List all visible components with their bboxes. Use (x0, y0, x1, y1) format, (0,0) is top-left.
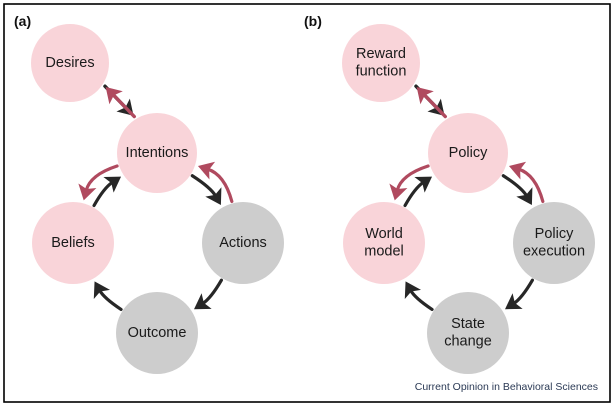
edge-line (200, 278, 224, 306)
arrow-head (505, 293, 523, 310)
edge-execution-to-state (505, 278, 535, 310)
edge-line (111, 93, 136, 119)
arrow-head (404, 281, 422, 299)
node-label: Policy (449, 145, 488, 161)
arrow-head (105, 86, 123, 105)
node-outcome[interactable]: Outcome (116, 292, 198, 374)
edge-actions-to-intentions (197, 161, 234, 204)
node-label: Reward (356, 46, 406, 62)
node-label: World (365, 226, 403, 242)
node-label: Policy (535, 226, 574, 242)
edge-policy-to-world (389, 164, 430, 201)
arrow-head (194, 293, 212, 310)
node-circle[interactable] (116, 292, 198, 374)
arrow-head (516, 187, 533, 205)
node-circle[interactable] (427, 292, 509, 374)
edge-line (395, 164, 430, 193)
node-reward-function[interactable]: Reward function (342, 24, 420, 102)
edge-intentions-to-beliefs (78, 164, 119, 201)
node-label: model (364, 244, 404, 260)
arrow-head (93, 281, 111, 299)
arrow-head (103, 176, 122, 193)
node-circle[interactable] (428, 113, 508, 193)
panel-label-panel-a: (a) (14, 13, 31, 29)
node-label: Desires (45, 55, 94, 71)
node-label: execution (523, 244, 585, 260)
node-policy-execution[interactable]: Policy execution (513, 202, 595, 284)
node-actions[interactable]: Actions (202, 202, 284, 284)
node-label: Beliefs (51, 235, 95, 251)
node-beliefs[interactable]: Beliefs (32, 202, 114, 284)
edge-line (501, 174, 529, 198)
edge-execution-to-policy (508, 161, 545, 204)
arrow-head (389, 183, 408, 201)
node-label: Actions (219, 235, 267, 251)
edge-line (84, 164, 119, 193)
edge-line (516, 167, 545, 204)
edge-state-to-world (404, 281, 434, 312)
edge-line (205, 167, 234, 204)
edge-line (403, 180, 426, 208)
node-label: Intentions (126, 145, 189, 161)
node-desires[interactable]: Desires (31, 24, 109, 102)
figure-border (3, 3, 611, 403)
node-label: State (451, 316, 485, 332)
edge-actions-to-outcome (194, 278, 224, 310)
edge-line (408, 288, 434, 312)
node-circle[interactable] (117, 113, 197, 193)
node-intentions[interactable]: Intentions (117, 113, 197, 193)
node-label: Outcome (128, 325, 187, 341)
node-state-change[interactable]: State change (427, 292, 509, 374)
node-world-model[interactable]: World model (343, 202, 425, 284)
edge-line (190, 174, 218, 198)
edge-line (97, 288, 123, 312)
node-circle[interactable] (343, 202, 425, 284)
node-label: function (356, 64, 407, 80)
node-circle[interactable] (31, 24, 109, 102)
edge-outcome-to-beliefs (93, 281, 123, 312)
node-circle[interactable] (202, 202, 284, 284)
node-circle[interactable] (513, 202, 595, 284)
node-policy[interactable]: Policy (428, 113, 508, 193)
edge-intentions-to-desires (105, 86, 136, 119)
edge-line (511, 278, 535, 306)
arrow-head (414, 176, 433, 193)
edge-policy-to-reward (416, 86, 447, 119)
panel-labels-layer: (a) (b) (14, 13, 322, 29)
arrow-head (205, 187, 222, 205)
edge-world-to-policy (403, 176, 433, 208)
node-circle[interactable] (32, 202, 114, 284)
edge-line (92, 180, 115, 208)
arrow-head (416, 86, 434, 105)
arrow-head (508, 161, 527, 180)
node-label: change (444, 334, 492, 350)
edge-line (422, 93, 447, 119)
node-circle[interactable] (342, 24, 420, 102)
journal-footer: Current Opinion in Behavioral Sciences (415, 381, 598, 393)
arrow-head (197, 161, 216, 180)
edges-layer (78, 84, 545, 312)
panel-label-panel-b: (b) (304, 13, 322, 29)
arrow-head (78, 183, 97, 201)
edge-intentions-to-actions (190, 174, 222, 205)
edge-policy-to-execution (501, 174, 533, 205)
edge-beliefs-to-intentions (92, 176, 122, 208)
